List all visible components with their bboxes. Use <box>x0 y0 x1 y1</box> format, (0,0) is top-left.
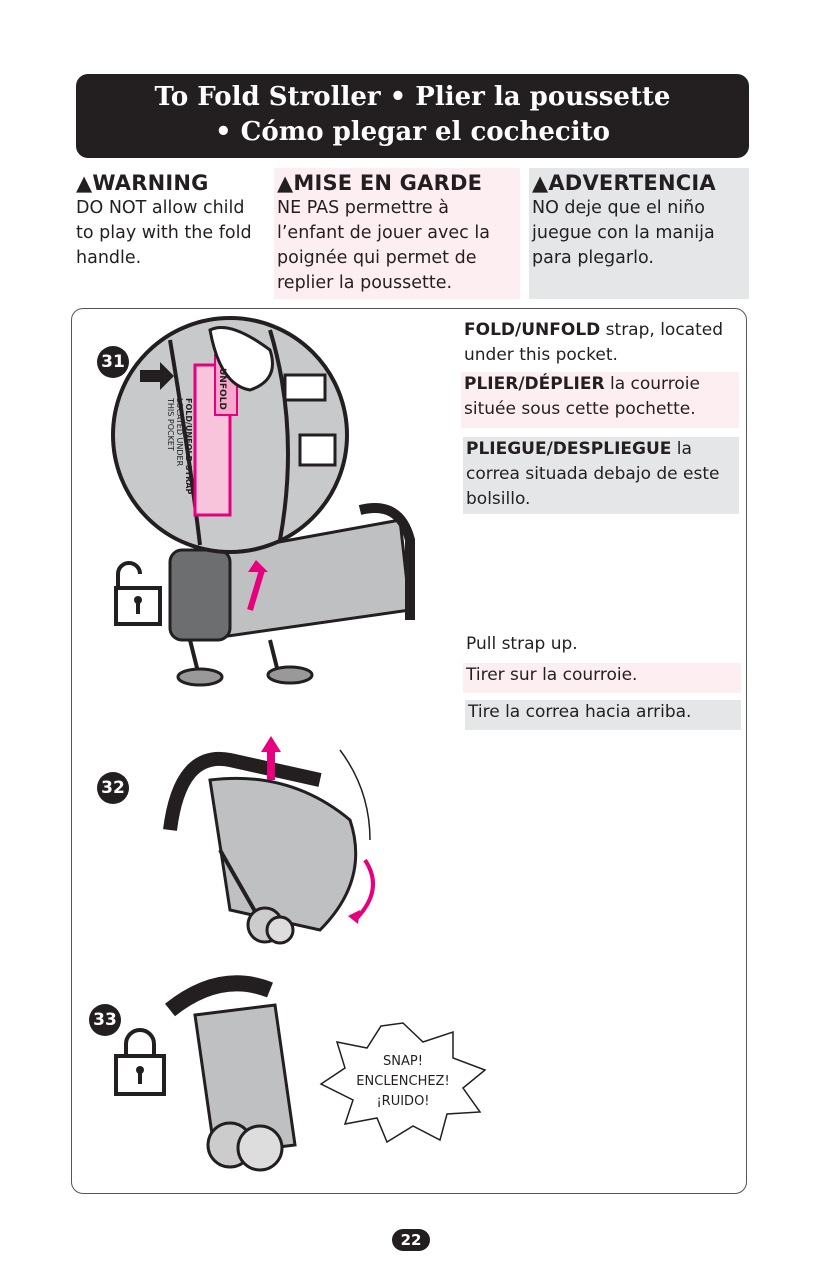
step32-text-fr: Tirer sur la courroie. <box>463 663 741 693</box>
text: la correa situada debajo de este bolsill… <box>466 439 720 509</box>
page-title: To Fold Stroller • Plier la poussette • … <box>76 74 749 158</box>
step31-text-es: PLIEGUE/DESPLIEGUE la correa situada deb… <box>463 437 739 514</box>
warning-triangle-icon: ▲ <box>532 171 549 195</box>
warning-en: ▲WARNING DO NOT allow child to play with… <box>73 168 270 299</box>
warning-fr: ▲MISE EN GARDE NE PAS permettre à l’enfa… <box>274 168 520 299</box>
step-33-badge: 33 <box>89 1004 121 1036</box>
unlock-icon <box>114 561 162 626</box>
step-32-badge: 32 <box>97 772 129 804</box>
warning-heading: ADVERTENCIA <box>548 171 716 195</box>
callout-line: THIS POCKET <box>166 397 175 451</box>
step31-text-en: FOLD/UNFOLD strap, located under this po… <box>461 318 739 368</box>
warning-triangle-icon: ▲ <box>76 171 93 195</box>
arrow-icon <box>140 362 174 390</box>
warning-body: DO NOT allow child to play with the fold… <box>76 198 252 268</box>
step32-text-en: Pull strap up. <box>466 634 578 654</box>
step33-illustration <box>165 975 297 1172</box>
callout-line: LOCATED UNDER <box>175 398 184 467</box>
step32-illustration <box>163 736 375 945</box>
bold-term: PLIEGUE/DESPLIEGUE <box>466 439 672 459</box>
warning-body: NE PAS permettre à l’enfant de jouer ave… <box>277 198 490 293</box>
bold-term: PLIER/DÉPLIER <box>464 374 605 394</box>
sound-text: SNAP! <box>383 1054 423 1069</box>
warning-triangle-icon: ▲ <box>277 171 294 195</box>
text: strap, located under this pocket. <box>464 320 724 365</box>
strap-label: UNFOLD <box>217 368 227 410</box>
text: la courroie située sous cette pochette. <box>464 374 700 419</box>
warning-body: NO deje que el niño juegue con la manija… <box>532 198 715 268</box>
title-line-2: • Cómo plegar el cochecito <box>215 117 610 147</box>
step-31-badge: 31 <box>97 346 129 378</box>
step31-illustration: UNFOLD FOLD/UNFOLD STRAP LOCATED UNDER T… <box>111 316 415 687</box>
page-number: 22 <box>392 1229 430 1251</box>
lock-icon <box>114 1028 166 1096</box>
instructions-panel <box>71 308 747 1194</box>
step32-text-es: Tire la correa hacia arriba. <box>465 700 741 730</box>
warning-es: ▲ADVERTENCIA NO deje que el niño juegue … <box>529 168 749 299</box>
sound-text: ¡RUIDO! <box>376 1094 429 1109</box>
step31-text-fr: PLIER/DÉPLIER la courroie située sous ce… <box>461 372 739 428</box>
bold-term: FOLD/UNFOLD <box>464 320 601 340</box>
warning-heading: MISE EN GARDE <box>293 171 483 195</box>
zoom-circle: UNFOLD FOLD/UNFOLD STRAP LOCATED UNDER T… <box>111 316 349 554</box>
sound-text: ENCLENCHEZ! <box>356 1074 449 1089</box>
snap-starburst: SNAP! ENCLENCHEZ! ¡RUIDO! <box>319 1022 487 1144</box>
callout-line: FOLD/UNFOLD STRAP <box>184 398 193 494</box>
title-line-1: To Fold Stroller • Plier la poussette <box>154 82 671 112</box>
warning-heading: WARNING <box>92 171 209 195</box>
